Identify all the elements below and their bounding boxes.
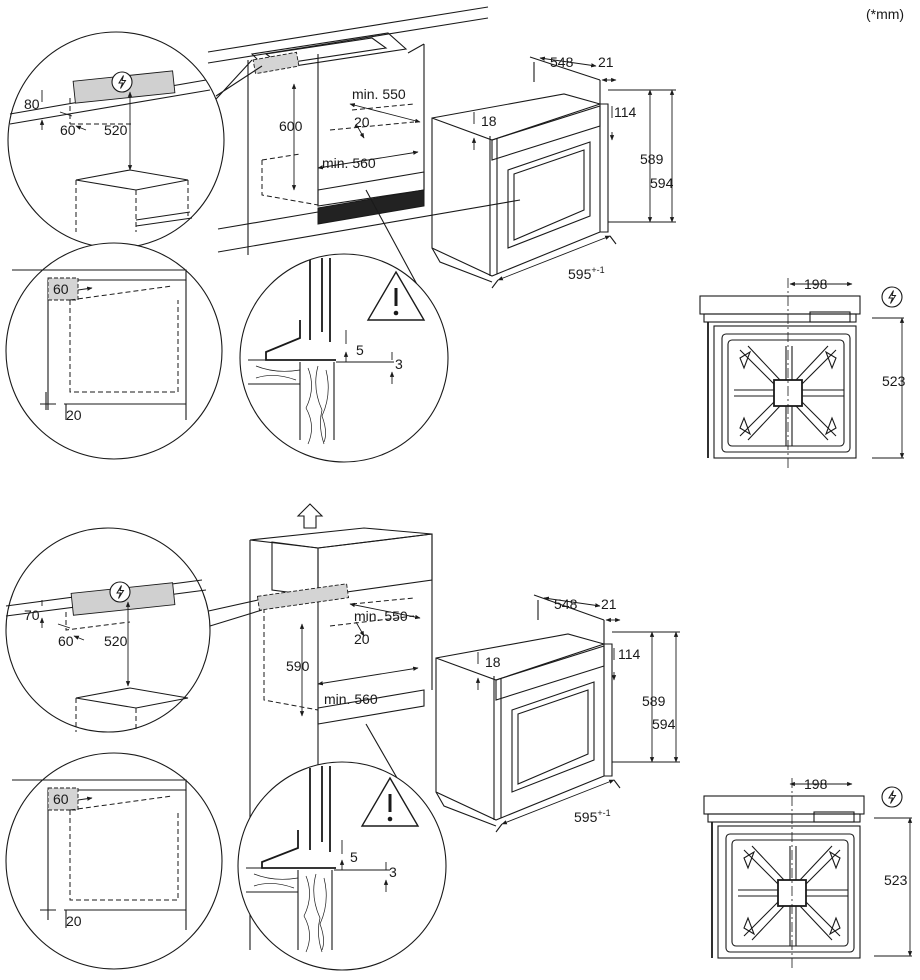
oven-width-label: 595+-1 bbox=[568, 265, 605, 282]
electric-connection-icon bbox=[111, 71, 133, 93]
side-view-top bbox=[699, 277, 905, 469]
bottom-installation: 590 min. 550 20 min. 560 548 21 bbox=[5, 503, 913, 971]
detail-gap-3-label: 3 bbox=[395, 356, 403, 372]
callout-top-left bbox=[7, 31, 225, 249]
cabinet-gap-label: 20 bbox=[354, 114, 370, 130]
callout-detail bbox=[237, 761, 447, 971]
up-arrow-icon bbox=[296, 503, 324, 529]
callout-detail bbox=[239, 253, 449, 463]
callout-height-70-label: 70 bbox=[24, 607, 40, 623]
detail-gap-5-label: 5 bbox=[356, 342, 364, 358]
oven-door-label: 21 bbox=[598, 54, 614, 70]
side-view-width-label: 198 bbox=[804, 776, 828, 792]
oven-panel-label: 114 bbox=[614, 104, 637, 120]
callout-label-60: 60 bbox=[53, 281, 69, 297]
oven-height-589-label: 589 bbox=[642, 693, 666, 709]
cabinet-height-label: 600 bbox=[279, 118, 303, 134]
side-view-bottom bbox=[703, 777, 913, 969]
kitchen-unit-top bbox=[207, 6, 521, 255]
cabinet-min-depth-label: min. 550 bbox=[352, 86, 406, 102]
callout-bottom-left bbox=[5, 242, 223, 460]
oven-top-gap-label: 18 bbox=[485, 654, 501, 670]
oven-depth-label: 548 bbox=[554, 596, 578, 612]
oven-door-label: 21 bbox=[601, 596, 617, 612]
electric-connection-icon bbox=[881, 286, 903, 308]
callout-height-520-label: 520 bbox=[104, 633, 128, 649]
cabinet-min-depth-label: min. 550 bbox=[354, 608, 408, 624]
cabinet-min-width-label: min. 560 bbox=[322, 155, 376, 171]
callout-depth-60-label: 60 bbox=[60, 122, 76, 138]
callout-height-80-label: 80 bbox=[24, 96, 40, 112]
oven-top bbox=[431, 56, 676, 289]
side-view-height-label: 523 bbox=[884, 872, 908, 888]
oven-panel-label: 114 bbox=[618, 646, 641, 662]
cabinet-gap-label: 20 bbox=[354, 631, 370, 647]
kitchen-unit-bottom bbox=[249, 503, 433, 950]
oven-height-594-label: 594 bbox=[650, 175, 674, 191]
callout-label-60: 60 bbox=[53, 791, 69, 807]
callout-height-520-label: 520 bbox=[104, 122, 128, 138]
oven-height-589-label: 589 bbox=[640, 151, 664, 167]
callout-depth-60-label: 60 bbox=[58, 633, 74, 649]
callout-top-left bbox=[5, 527, 211, 733]
units-note: (*mm) bbox=[866, 6, 904, 22]
callout-bottom-left bbox=[5, 752, 223, 970]
side-view-width-label: 198 bbox=[804, 276, 828, 292]
oven-depth-label: 548 bbox=[550, 54, 574, 70]
top-installation: 600 min. 550 20 min. 560 548 21 bbox=[5, 6, 906, 469]
electric-connection-icon bbox=[881, 786, 903, 808]
cabinet-height-label: 590 bbox=[286, 658, 310, 674]
callout-gap-20-label: 20 bbox=[66, 407, 82, 423]
cabinet-min-width-label: min. 560 bbox=[324, 691, 378, 707]
side-view-height-label: 523 bbox=[882, 373, 906, 389]
oven-top-gap-label: 18 bbox=[481, 113, 497, 129]
electric-connection-icon bbox=[109, 581, 131, 603]
callout-gap-20-label: 20 bbox=[66, 913, 82, 929]
oven-bottom bbox=[435, 594, 680, 833]
oven-height-594-label: 594 bbox=[652, 716, 676, 732]
detail-gap-5-label: 5 bbox=[350, 849, 358, 865]
oven-width-label: 595+-1 bbox=[574, 808, 611, 825]
detail-gap-3-label: 3 bbox=[389, 864, 397, 880]
